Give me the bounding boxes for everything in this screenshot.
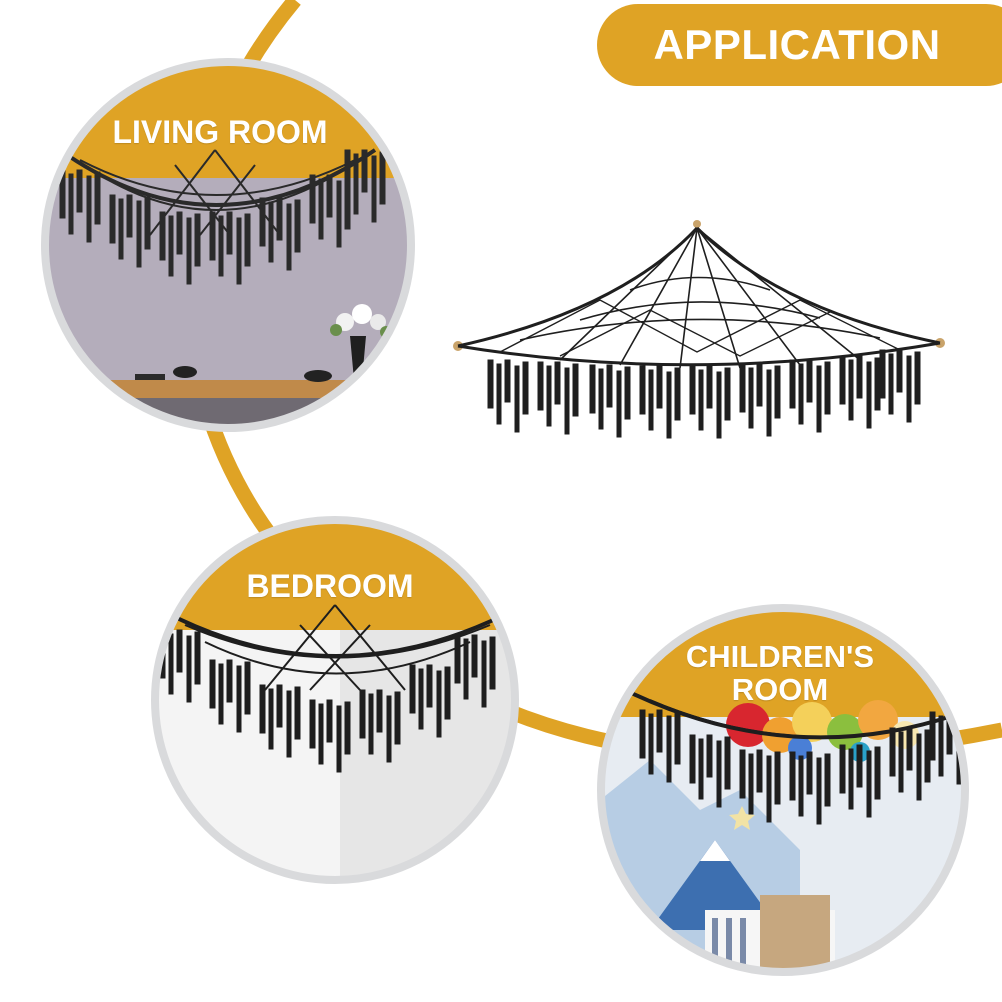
childrens-room-ring xyxy=(597,604,969,976)
mug-icon xyxy=(173,366,197,378)
living-room-ring xyxy=(41,58,415,432)
macrame-net-icon xyxy=(58,148,386,285)
product-net-image xyxy=(453,220,945,439)
page-title: APPLICATION xyxy=(653,21,941,68)
childrens-room-label: CHILDREN'S ROOM xyxy=(685,639,875,707)
bedroom-photo xyxy=(155,520,515,880)
bedroom-label: BEDROOM xyxy=(246,568,414,604)
star-icon xyxy=(729,806,755,830)
crib-icon xyxy=(705,895,835,972)
title-banner xyxy=(597,4,1002,86)
living-room-label: LIVING ROOM xyxy=(112,114,328,150)
childrens-room-photo xyxy=(601,608,965,972)
bedroom-ring xyxy=(151,516,519,884)
